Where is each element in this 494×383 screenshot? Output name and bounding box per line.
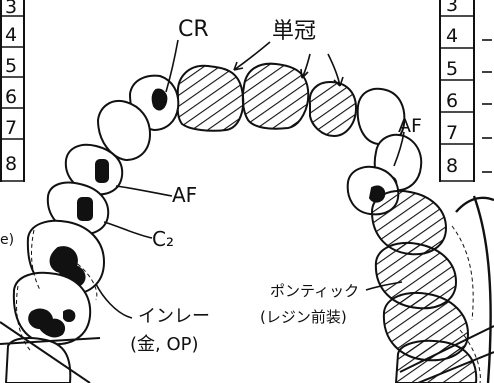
left-tooth-number: 3: [5, 0, 17, 18]
af-right-label: AF: [398, 115, 422, 137]
left-tooth-number: 4: [5, 24, 17, 46]
bridge-label-line1: ポンティック: [270, 282, 359, 300]
right-tooth-number: 8: [446, 155, 458, 177]
incisor-tooth: [178, 66, 244, 131]
cr-label: CR: [178, 17, 209, 42]
c2-filling: [78, 198, 92, 220]
inlay-label-line2: (金, OP): [130, 334, 199, 355]
right-tooth-number: 6: [446, 90, 458, 112]
left-tooth-number: 7: [5, 117, 17, 139]
left-tooth-number: 6: [5, 86, 17, 108]
inlay-filling: [64, 310, 74, 321]
left-tooth-number: 8: [5, 153, 17, 175]
right-bridge: [372, 191, 476, 383]
left-number-column: 3 4 5 6 7 8: [1, 0, 24, 182]
right-tooth-number: 3: [446, 0, 458, 16]
af-left-label: AF: [172, 183, 197, 207]
inlay-label-line1: インレー: [138, 306, 210, 327]
right-tooth-number: 7: [446, 122, 458, 144]
bridge-label-line2: (レジン前装): [260, 308, 347, 326]
incisor-tooth: [243, 64, 308, 129]
left-tooth-number: 5: [5, 55, 17, 77]
incisor-crowns: [178, 64, 356, 136]
tanrei-label: 単冠: [272, 19, 316, 44]
c2-label: C₂: [152, 227, 174, 251]
edge-fragment-label: e): [0, 232, 14, 248]
right-number-column: 3 4 5 6 7 8: [440, 0, 492, 182]
cr-filling: [153, 90, 167, 110]
right-tooth-number: 5: [446, 58, 458, 80]
right-tooth-number: 4: [446, 25, 458, 47]
incisor-tooth: [310, 82, 356, 136]
af-filling: [96, 160, 108, 182]
